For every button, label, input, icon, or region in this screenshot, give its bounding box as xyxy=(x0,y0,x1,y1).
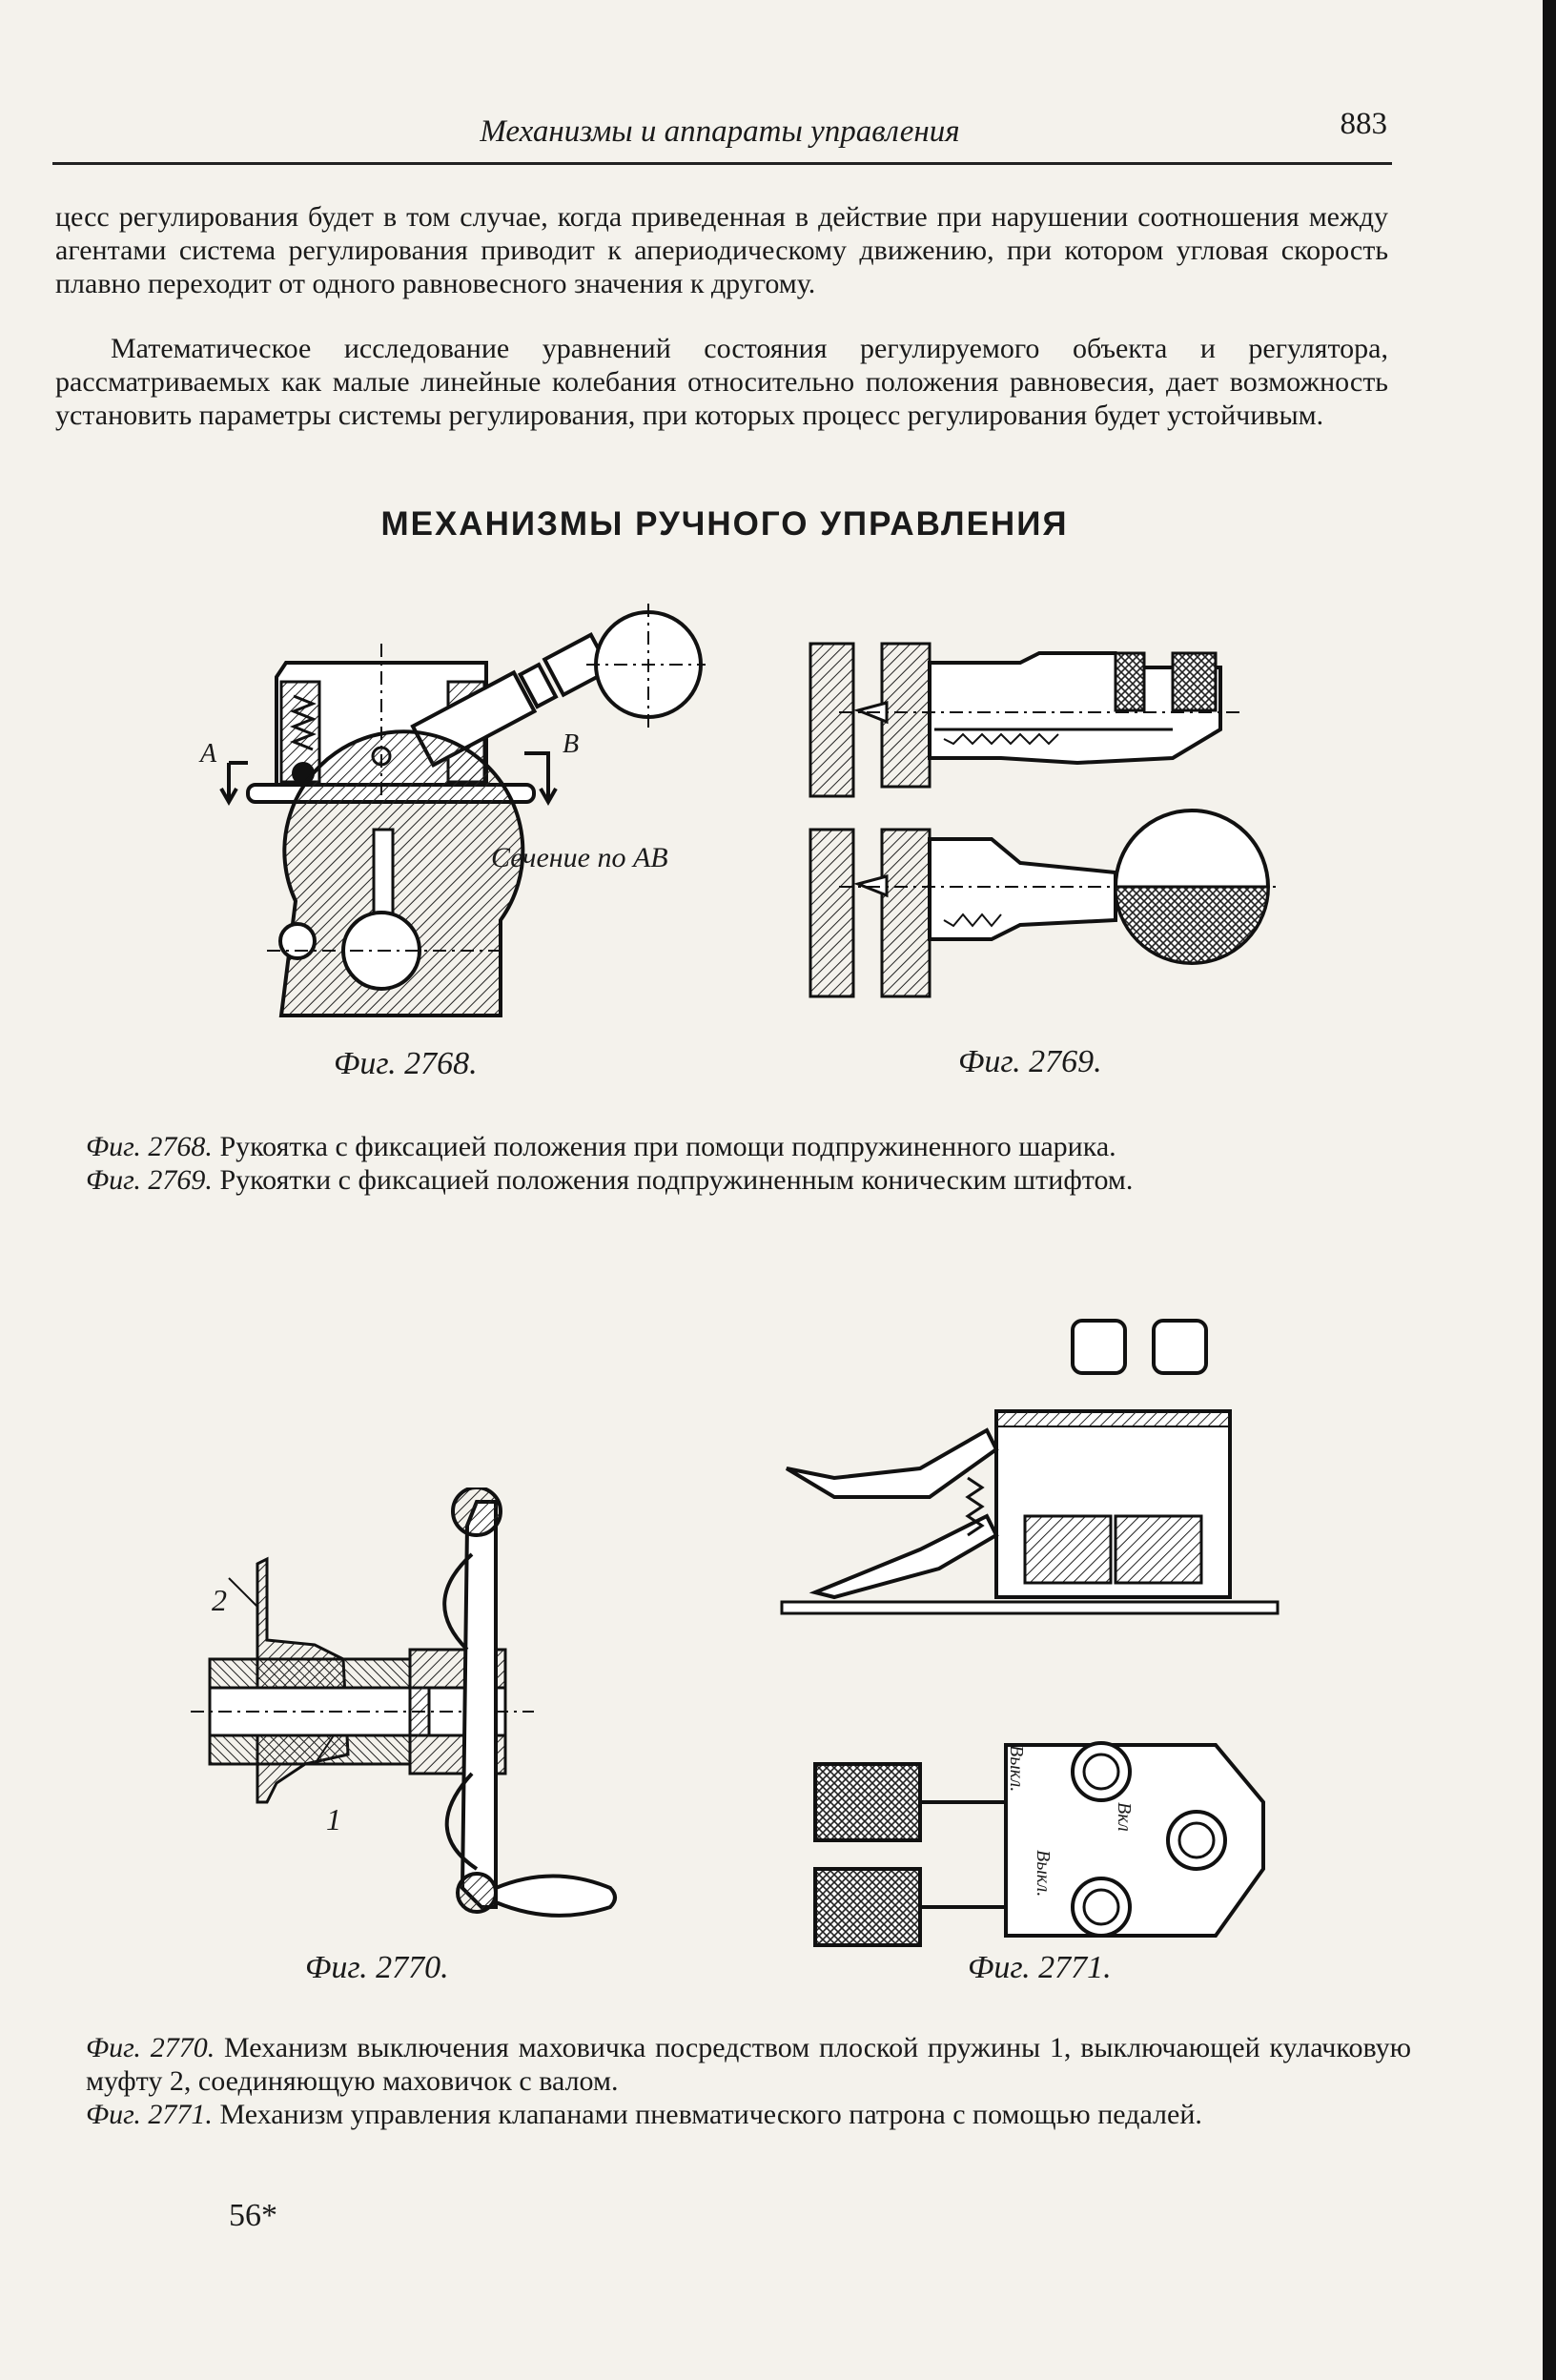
caption-num: Фиг. 2770. xyxy=(86,2032,215,2063)
caption-text: Механизм управления клапанами пневматиче… xyxy=(212,2099,1202,2130)
signature-mark: 56* xyxy=(229,2198,277,2233)
figure-label-2768: Фиг. 2768. xyxy=(334,1046,478,1081)
figure-2768: А В Сечение по АВ Фиг. 2768. xyxy=(200,586,706,1081)
mark-2: 2 xyxy=(212,1583,227,1617)
caption-2771: Фиг. 2771. Механизм управления клапанами… xyxy=(86,2098,1411,2131)
header-rule xyxy=(52,162,1392,165)
figure-label-2771: Фиг. 2771. xyxy=(968,1950,1112,1985)
figure-2771: Выкл. Вкл Выкл. Фиг. 2771. xyxy=(777,1306,1292,1985)
caption-group-1: Фиг. 2768. Рукоятка с фиксацией положени… xyxy=(86,1130,1411,1197)
caption-text: Рукоятки с фиксацией положения подпружин… xyxy=(212,1164,1134,1196)
figure-2770: 2 1 Фиг. 2770. xyxy=(191,1488,658,1985)
handle-ball-detent-drawing xyxy=(219,604,706,1017)
caption-text: Механизм выключения маховичка посредство… xyxy=(86,2032,1412,2097)
caption-2768: Фиг. 2768. Рукоятка с фиксацией положени… xyxy=(86,1130,1411,1163)
figure-label-2769: Фиг. 2769. xyxy=(958,1044,1102,1079)
mark-off-2: Выкл. xyxy=(1033,1850,1054,1898)
mark-b: В xyxy=(563,729,580,759)
caption-group-2: Фиг. 2770. Механизм выключения маховичка… xyxy=(86,2031,1411,2131)
mark-a: А xyxy=(200,739,217,769)
caption-2769: Фиг. 2769. Рукоятки с фиксацией положени… xyxy=(86,1163,1411,1197)
page-number: 883 xyxy=(1340,107,1388,141)
mark-1: 1 xyxy=(326,1802,341,1836)
pedal-valve-mechanism-drawing xyxy=(780,1319,1280,1947)
paragraph-1: цесс регулирования будет в том случае, к… xyxy=(55,201,1388,299)
caption-num: Фиг. 2771. xyxy=(86,2099,213,2130)
caption-num: Фиг. 2769. xyxy=(86,1164,213,1196)
header-title: Механизмы и аппараты управления xyxy=(480,114,960,149)
caption-text: Рукоятка с фиксацией положения при помощ… xyxy=(212,1131,1116,1162)
running-header: Механизмы и аппараты управления 883 xyxy=(52,107,1387,159)
caption-2770: Фиг. 2770. Механизм выключения маховичка… xyxy=(86,2031,1411,2098)
paragraph-2: Математическое исследование уравнений со… xyxy=(55,333,1388,431)
mark-on: Вкл xyxy=(1114,1802,1135,1832)
figure-2769: Фиг. 2769. xyxy=(801,634,1297,1079)
figure-label-2770: Фиг. 2770. xyxy=(305,1950,449,1985)
conical-pin-handles-drawing xyxy=(809,642,1278,998)
mark-off-1: Выкл. xyxy=(1006,1745,1027,1793)
flywheel-clutch-drawing xyxy=(191,1488,617,1918)
scan-edge xyxy=(1543,0,1556,2380)
section-heading: МЕХАНИЗМЫ РУЧНОГО УПРАВЛЕНИЯ xyxy=(380,505,1069,543)
section-label: Сечение по АВ xyxy=(491,842,668,873)
caption-num: Фиг. 2768. xyxy=(86,1131,213,1162)
